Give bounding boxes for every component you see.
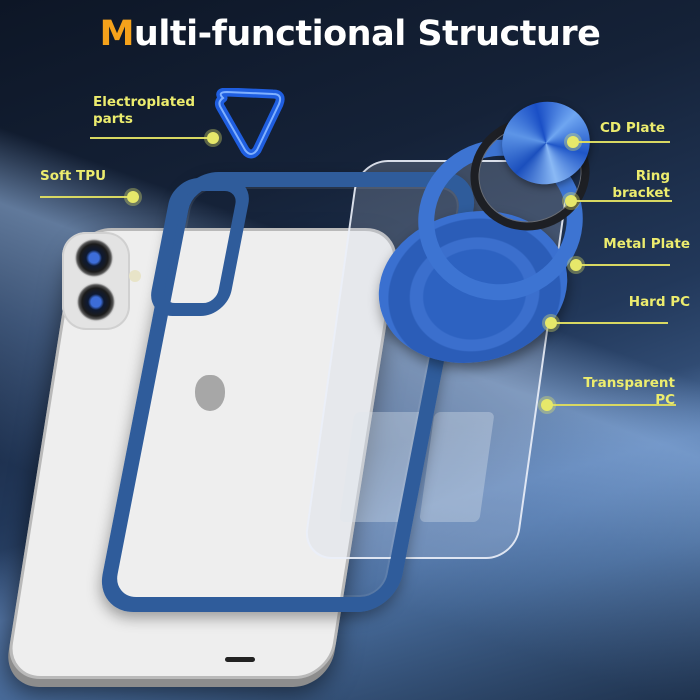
callout-line [572,200,672,202]
callout-dot [545,317,557,329]
camera-lens-icon [76,282,116,322]
callout-dot [127,191,139,203]
camera-block [62,232,130,330]
callout-line [578,264,670,266]
callout-line [90,137,218,139]
callout-text: Hard PC [628,294,690,310]
callout-text: Soft TPU [40,168,107,184]
callout-cd-plate: CD Plate [600,120,690,137]
flash-icon [129,270,141,282]
callout-hard-pc: Hard PC [600,294,690,311]
title-accent-letter: M [99,14,135,54]
apple-logo-icon [195,375,225,411]
electroplated-triangle-icon [214,88,285,159]
callout-line [575,141,670,143]
title-rest: ulti-functional Structure [133,14,601,54]
callout-dot [541,399,553,411]
callout-text: Electroplated [93,94,196,110]
callout-line [548,404,676,406]
callout-text: CD Plate [600,120,666,136]
callout-soft-tpu: Soft TPU [40,168,106,185]
callout-text: Metal Plate [603,236,690,252]
callout-line [40,196,132,198]
callout-dot [565,195,577,207]
charging-port [225,657,255,662]
callout-dot [567,136,579,148]
page-title: Multi-functional Structure [0,14,700,54]
callout-dot [570,259,582,271]
callout-line [552,322,668,324]
callout-ring-bracket: Ring bracket [600,168,670,202]
camera-lens-icon [74,238,114,278]
callout-text: parts [93,111,133,127]
callout-text: bracket [612,185,670,201]
callout-metal-plate: Metal Plate [600,236,690,253]
callout-dot [207,132,219,144]
callout-text: Ring [635,168,670,184]
callout-electroplated: Electroplated parts [93,94,195,128]
